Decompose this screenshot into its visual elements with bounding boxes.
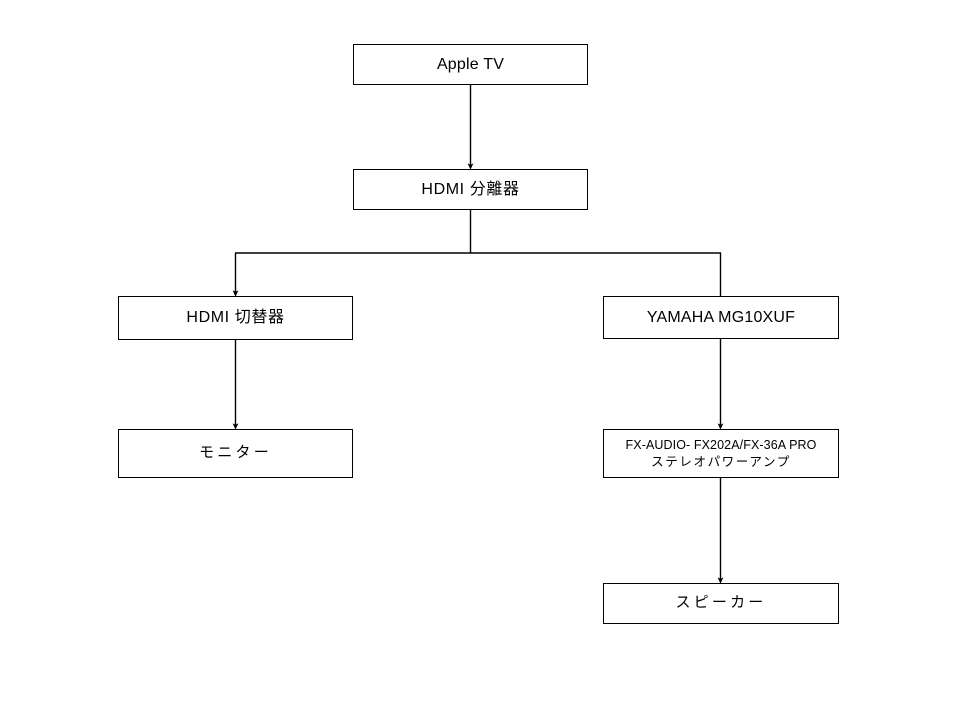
node-power-amplifier: FX-AUDIO- FX202A/FX-36A PRO ステレオパワーアンプ: [603, 429, 839, 478]
node-yamaha-mixer: YAMAHA MG10XUF: [603, 296, 839, 339]
node-power-amplifier-label-line2: ステレオパワーアンプ: [651, 454, 791, 469]
node-hdmi-switcher: HDMI 切替器: [118, 296, 353, 340]
node-hdmi-switcher-label: HDMI 切替器: [186, 309, 285, 327]
node-apple-tv-label: Apple TV: [436, 55, 505, 73]
node-power-amplifier-label-group: FX-AUDIO- FX202A/FX-36A PRO ステレオパワーアンプ: [626, 437, 817, 471]
node-apple-tv: Apple TV: [353, 44, 588, 85]
node-yamaha-mixer-label: YAMAHA MG10XUF: [646, 308, 796, 326]
node-hdmi-separator: HDMI 分離器: [353, 169, 588, 210]
node-monitor: モニター: [118, 429, 353, 478]
node-hdmi-separator-label: HDMI 分離器: [421, 180, 520, 198]
node-speaker: スピーカー: [603, 583, 839, 624]
node-monitor-label: モニター: [199, 444, 272, 462]
node-power-amplifier-label-line1: FX-AUDIO- FX202A/FX-36A PRO: [625, 437, 817, 452]
node-speaker-label: スピーカー: [675, 594, 767, 612]
